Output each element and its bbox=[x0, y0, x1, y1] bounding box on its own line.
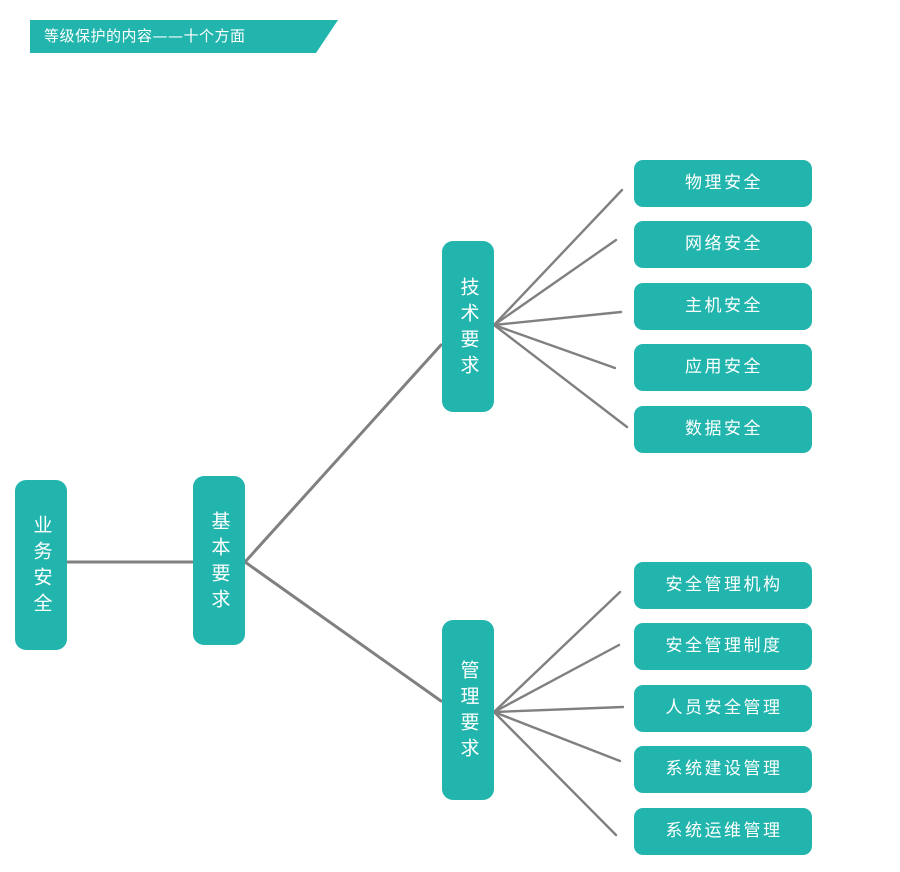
link-mgmt-leaf-5 bbox=[492, 710, 618, 837]
leaf-label: 数据安全 bbox=[685, 419, 763, 439]
leaf-node-data-security[interactable]: 数据安全 bbox=[634, 406, 812, 453]
leaf-node-network-security[interactable]: 网络安全 bbox=[634, 221, 812, 268]
node-root-label: 业务安全 bbox=[30, 515, 53, 619]
link-tech-leaf-3 bbox=[492, 310, 623, 327]
leaf-label: 安全管理制度 bbox=[665, 636, 783, 656]
leaf-label: 系统建设管理 bbox=[665, 759, 783, 779]
link-mgmt-leaf-2 bbox=[492, 643, 621, 714]
leaf-node-security-management-org[interactable]: 安全管理机构 bbox=[634, 562, 812, 609]
node-technical-requirements-label: 技术要求 bbox=[457, 276, 480, 381]
node-basic-requirements-label: 基本要求 bbox=[208, 510, 231, 615]
leaf-label: 系统运维管理 bbox=[665, 821, 783, 841]
leaf-node-host-security[interactable]: 主机安全 bbox=[634, 283, 812, 330]
leaf-node-physical-security[interactable]: 物理安全 bbox=[634, 160, 812, 207]
link-tech-leaf-1 bbox=[492, 188, 624, 327]
link-mgmt-leaf-3 bbox=[492, 705, 625, 714]
node-root[interactable]: 业务安全 bbox=[15, 480, 67, 650]
title-banner: 等级保护的内容——十个方面 bbox=[30, 20, 338, 53]
leaf-node-system-operation-management[interactable]: 系统运维管理 bbox=[634, 808, 812, 855]
link-tech-leaf-2 bbox=[492, 238, 618, 327]
leaf-node-system-construction-management[interactable]: 系统建设管理 bbox=[634, 746, 812, 793]
leaf-label: 人员安全管理 bbox=[665, 698, 783, 718]
leaf-node-personnel-security-management[interactable]: 人员安全管理 bbox=[634, 685, 812, 732]
node-technical-requirements[interactable]: 技术要求 bbox=[442, 241, 494, 412]
page-title: 等级保护的内容——十个方面 bbox=[44, 27, 246, 45]
node-basic-requirements[interactable]: 基本要求 bbox=[193, 476, 245, 645]
leaf-label: 安全管理机构 bbox=[665, 575, 783, 595]
link-tech-leaf-4 bbox=[492, 323, 617, 370]
leaf-label: 主机安全 bbox=[685, 296, 763, 316]
link-basic-to-tech bbox=[243, 343, 443, 564]
leaf-label: 网络安全 bbox=[685, 234, 763, 254]
link-mgmt-leaf-4 bbox=[492, 710, 622, 763]
node-management-requirements-label: 管理要求 bbox=[457, 660, 480, 764]
link-basic-to-mgmt bbox=[243, 560, 443, 703]
link-tech-leaf-5 bbox=[492, 323, 629, 429]
link-mgmt-leaf-1 bbox=[492, 590, 622, 714]
leaf-node-application-security[interactable]: 应用安全 bbox=[634, 344, 812, 391]
leaf-label: 物理安全 bbox=[685, 173, 763, 193]
node-management-requirements[interactable]: 管理要求 bbox=[442, 620, 494, 800]
leaf-node-security-management-policy[interactable]: 安全管理制度 bbox=[634, 623, 812, 670]
leaf-label: 应用安全 bbox=[685, 357, 763, 377]
